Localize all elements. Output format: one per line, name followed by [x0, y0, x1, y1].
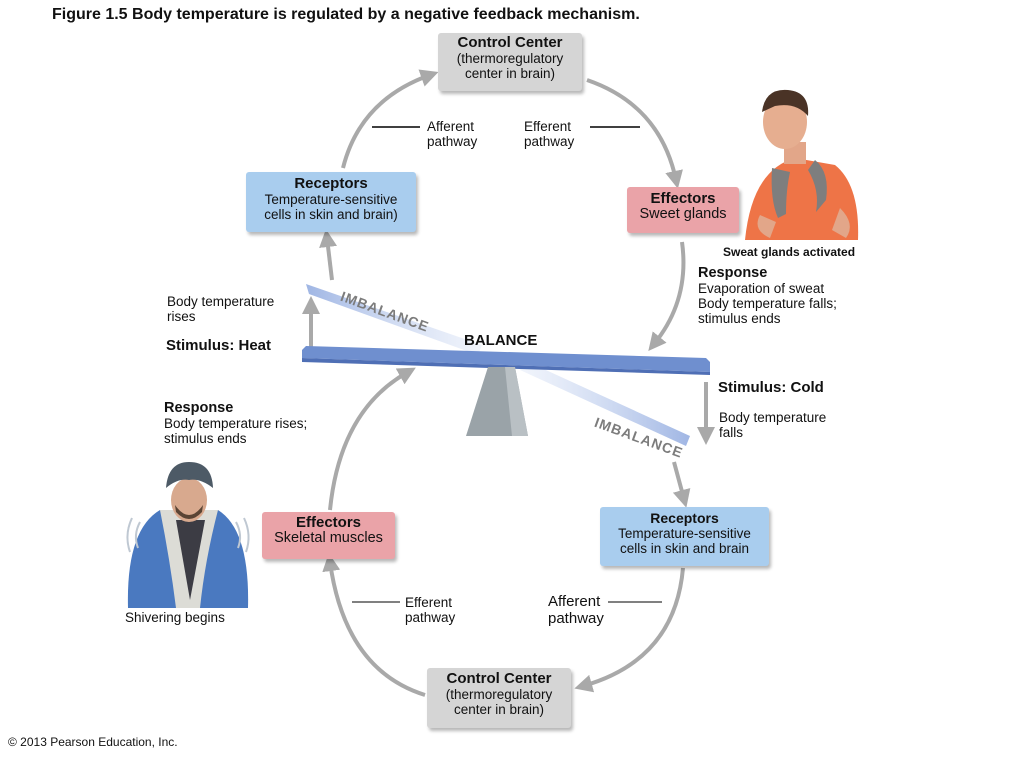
- arrow-response-to-balance-top: [648, 241, 686, 351]
- stimulus-cold: Stimulus: Cold: [718, 379, 824, 396]
- efferent-top-line1: Efferent: [524, 119, 572, 134]
- arrow-stimulus-to-receptors-top: [319, 229, 338, 281]
- response-top-heading: Response: [698, 265, 768, 281]
- efferent-pathway-bottom: Efferent pathway: [405, 595, 455, 625]
- arrow-control-to-effectors-top: [586, 78, 683, 189]
- stimulus-heat: Stimulus: Heat: [166, 337, 272, 354]
- shivering-man-icon: [126, 462, 250, 608]
- imbalance-beam-top: [306, 284, 482, 355]
- receptors-top-line2: cells in skin and brain): [264, 207, 398, 222]
- receptors-bottom-line2: cells in skin and brain: [619, 541, 750, 556]
- effectors-bottom-heading: Effectors: [295, 514, 362, 531]
- efferent-bottom-line1: Efferent: [405, 595, 453, 610]
- copyright-notice: © 2013 Pearson Education, Inc.: [8, 735, 178, 749]
- afferent-bottom-line1: Afferent: [548, 593, 601, 610]
- response-top-line3: stimulus ends: [698, 311, 781, 326]
- control-center-top-line2: center in brain): [464, 66, 556, 81]
- efferent-top-line2: pathway: [524, 134, 575, 149]
- sweating-man-icon: [745, 89, 859, 240]
- receptors-top-line1: Temperature-sensitive: [264, 192, 398, 207]
- control-center-bottom-line1: (thermoregulatory: [445, 687, 553, 702]
- arrow-effectors-to-balance-bottom: [328, 367, 416, 511]
- response-top-line1: Evaporation of sweat: [698, 281, 825, 296]
- arrow-imbalance-to-receptors-bottom: [672, 461, 691, 508]
- temp-falls-line1: Body temperature: [719, 410, 827, 425]
- efferent-bottom-line2: pathway: [405, 610, 456, 625]
- effectors-top-line1: Sweet glands: [639, 206, 727, 222]
- receptors-top-heading: Receptors: [294, 175, 368, 192]
- response-bottom-line1: Body temperature rises;: [164, 416, 308, 431]
- control-center-bottom-line2: center in brain): [453, 702, 545, 717]
- control-center-bottom: Control Center (thermoregulatory center …: [427, 668, 571, 728]
- afferent-top-line2: pathway: [427, 134, 478, 149]
- receptors-top: Receptors Temperature-sensitive cells in…: [246, 172, 416, 232]
- control-center-top: Control Center (thermoregulatory center …: [438, 33, 582, 91]
- response-top-line2: Body temperature falls;: [698, 296, 837, 311]
- response-bottom: Response Body temperature rises; stimulu…: [164, 400, 308, 447]
- arrow-receptors-to-control-top: [341, 69, 439, 169]
- figure-title: Figure 1.5 Body temperature is regulated…: [52, 6, 640, 23]
- receptors-bottom: Receptors Temperature-sensitive cells in…: [600, 507, 769, 566]
- afferent-pathway-bottom: Afferent pathway: [548, 593, 604, 627]
- temp-falls-label: Body temperature falls: [719, 410, 826, 440]
- response-bottom-heading: Response: [164, 400, 234, 416]
- arrow-control-to-effectors-bottom: [322, 553, 426, 697]
- response-bottom-line2: stimulus ends: [164, 431, 247, 446]
- receptors-bottom-line1: Temperature-sensitive: [618, 526, 751, 541]
- control-center-top-heading: Control Center: [457, 34, 563, 51]
- receptors-bottom-heading: Receptors: [650, 510, 719, 526]
- effectors-bottom-line1: Skeletal muscles: [274, 530, 383, 546]
- temp-rises-label: Body temperature rises: [167, 294, 274, 324]
- balance-label: BALANCE: [464, 332, 538, 349]
- effectors-top-heading: Effectors: [650, 190, 716, 207]
- control-center-top-line1: (thermoregulatory: [456, 51, 564, 66]
- effectors-bottom: Effectors Skeletal muscles: [262, 512, 395, 559]
- balance-beam: [302, 346, 710, 372]
- effectors-top: Effectors Sweet glands: [627, 187, 739, 233]
- shivering-caption: Shivering begins: [125, 610, 225, 625]
- afferent-bottom-line2: pathway: [548, 610, 604, 627]
- response-top: Response Evaporation of sweat Body tempe…: [698, 265, 837, 327]
- afferent-pathway-top: Afferent pathway: [427, 119, 477, 149]
- efferent-pathway-top: Efferent pathway: [524, 119, 574, 149]
- control-center-bottom-heading: Control Center: [446, 670, 552, 687]
- imbalance-beam-bottom: [520, 360, 690, 446]
- arrow-receptors-to-control-bottom: [574, 567, 685, 693]
- temp-rises-line2: rises: [167, 309, 196, 324]
- temp-rises-line1: Body temperature: [167, 294, 275, 309]
- temp-falls-line2: falls: [719, 425, 744, 440]
- sweat-glands-caption: Sweat glands activated: [723, 245, 856, 259]
- afferent-top-line1: Afferent: [427, 119, 475, 134]
